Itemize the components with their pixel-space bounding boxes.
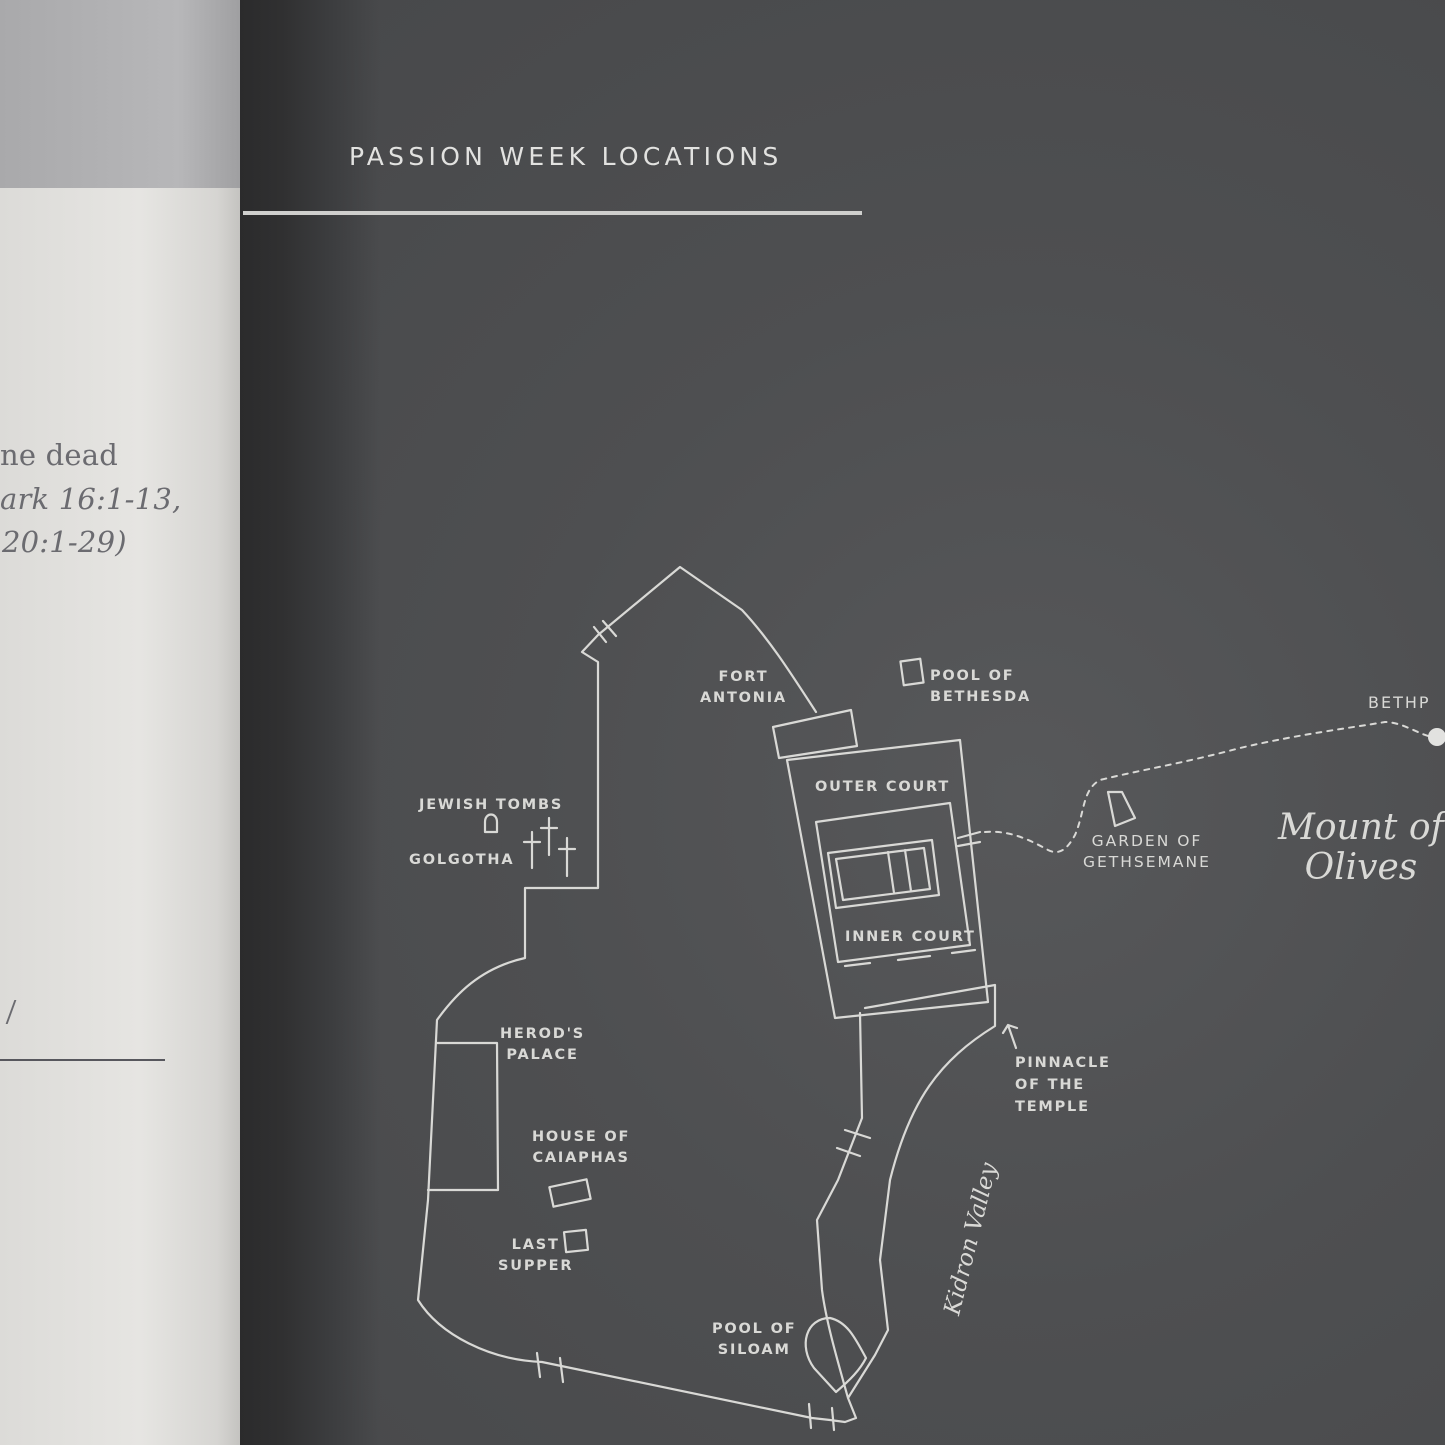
golgotha-crosses-icon (522, 816, 577, 878)
label-pool-of-bethesda-text: POOL OF BETHESDA (930, 668, 1031, 705)
label-garden-of-gethsemane-text: GARDEN OF GETHSEMANE (1083, 832, 1211, 871)
pool-of-bethesda-icon (899, 657, 925, 687)
left-page-line-3: 20:1-29) (2, 525, 127, 559)
label-mount-of-olives: Mount of Olives (1278, 808, 1444, 888)
label-pinnacle-of-the-temple: PINNACLE OF THE TEMPLE (1015, 1052, 1111, 1118)
left-page-rule (0, 1059, 165, 1061)
label-pool-of-siloam-text: POOL OF SILOAM (712, 1321, 797, 1358)
label-jewish-tombs: JEWISH TOMBS (419, 797, 564, 813)
label-inner-court: INNER COURT (845, 929, 976, 945)
garden-of-gethsemane-icon (1106, 790, 1137, 828)
left-page-header-band (0, 0, 255, 188)
temple-sanctuary-inner (834, 846, 932, 902)
label-herods-palace-text: HEROD'S PALACE (500, 1026, 586, 1063)
left-page-line-2: ark 16:1-13, (0, 482, 182, 516)
east-gate (956, 830, 982, 848)
pinnacle-arrow (1001, 1023, 1019, 1050)
temple-outer-court (785, 738, 990, 1020)
north-gate (592, 619, 618, 644)
herods-palace-building (426, 1041, 500, 1192)
label-last-supper: LAST SUPPER (498, 1235, 573, 1277)
title-rule (243, 211, 862, 215)
label-pool-of-siloam: POOL OF SILOAM (712, 1319, 796, 1361)
label-golgotha: GOLGOTHA (409, 852, 515, 868)
southeast-gate (807, 1402, 836, 1432)
label-house-of-caiaphas-text: HOUSE OF CAIAPHAS (532, 1129, 631, 1166)
south-gate (535, 1351, 565, 1384)
book-gutter-shadow (240, 0, 380, 1445)
label-herods-palace: HEROD'S PALACE (500, 1024, 585, 1066)
route-path (984, 721, 1433, 854)
last-supper-icon (562, 1228, 590, 1254)
label-last-supper-text: LAST SUPPER (498, 1237, 574, 1274)
inner-court-dashes (843, 948, 977, 968)
label-fort-antonia-text: FORT ANTONIA (700, 669, 787, 706)
label-mount-of-olives-text: Mount of Olives (1278, 807, 1444, 888)
temple-inner-court (814, 801, 972, 964)
pool-of-siloam-shape (804, 1316, 868, 1394)
label-outer-court: OUTER COURT (815, 779, 951, 795)
label-pinnacle-of-the-temple-text: PINNACLE OF THE TEMPLE (1015, 1055, 1111, 1115)
label-bethphage: BETHP (1368, 693, 1431, 712)
temple-sanctuary (826, 838, 941, 910)
fort-antonia-building (771, 708, 859, 760)
page-title: PASSION WEEK LOCATIONS (349, 142, 783, 171)
left-page: ne dead ark 16:1-13, 20:1-29) (0, 0, 255, 1445)
house-of-caiaphas-icon (548, 1178, 592, 1208)
bethphage-dot (1428, 728, 1445, 746)
jewish-tomb-icon (483, 813, 499, 834)
label-fort-antonia: FORT ANTONIA (700, 667, 787, 709)
city-wall (416, 565, 997, 1424)
label-pool-of-bethesda: POOL OF BETHESDA (930, 666, 1031, 708)
label-house-of-caiaphas: HOUSE OF CAIAPHAS (532, 1127, 630, 1169)
map-page (240, 0, 1445, 1445)
left-page-line-1: ne dead (0, 438, 119, 472)
label-garden-of-gethsemane: GARDEN OF GETHSEMANE (1083, 831, 1211, 873)
kidron-gate (835, 1128, 872, 1158)
